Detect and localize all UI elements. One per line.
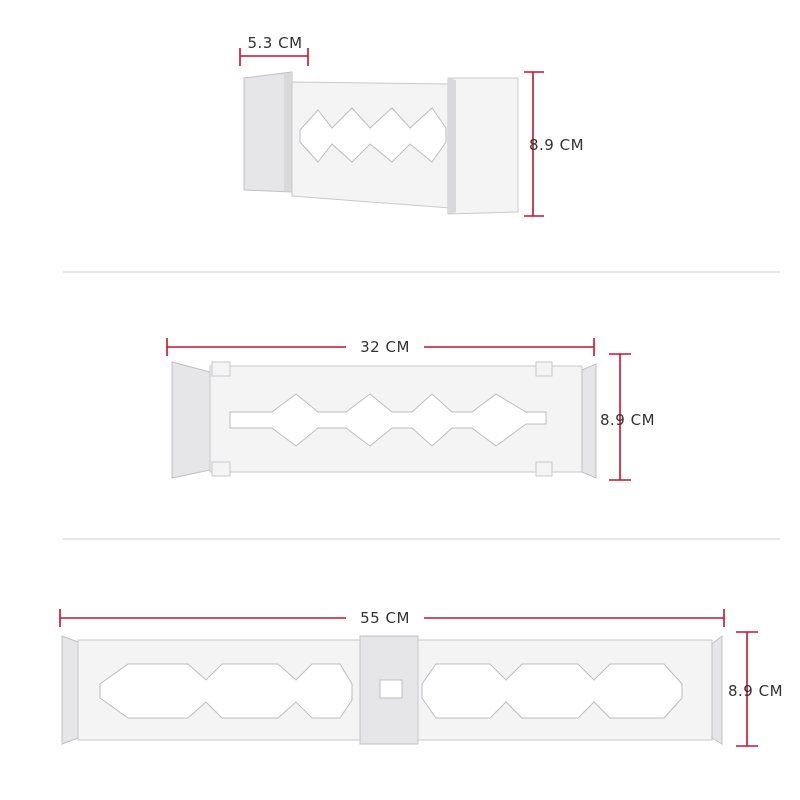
- medium-height-dimension: 8.9 CM: [600, 353, 655, 481]
- collapsed-right-cap: [447, 77, 519, 215]
- medium-width-label: 32 CM: [360, 338, 410, 356]
- collapsed-width-dimension: 5.3 CM: [239, 34, 309, 66]
- extended-width-label: 55 CM: [360, 609, 410, 627]
- extended-view: 55 CM 8.9 CM: [59, 609, 783, 747]
- collapsed-height-label: 8.9 CM: [529, 136, 584, 154]
- collapsed-height-dimension: 8.9 CM: [524, 71, 584, 217]
- medium-right-cap: [581, 363, 597, 479]
- collapsed-view: 5.3 CM 8.9 CM: [239, 34, 584, 217]
- extended-right-cap: [711, 634, 723, 745]
- extended-width-dimension: 55 CM: [59, 609, 725, 627]
- medium-height-label: 8.9 CM: [600, 411, 655, 429]
- medium-cutout: [229, 393, 547, 447]
- extended-height-label: 8.9 CM: [728, 682, 783, 700]
- medium-left-cap: [171, 361, 211, 479]
- extended-right-cutout: [421, 663, 683, 719]
- extended-height-dimension: 8.9 CM: [728, 631, 783, 747]
- extended-left-cap: [61, 635, 79, 745]
- collapsed-cutout: [299, 107, 447, 163]
- collapsed-width-label: 5.3 CM: [247, 34, 302, 52]
- medium-width-dimension: 32 CM: [166, 338, 595, 356]
- extended-left-cutout: [99, 663, 353, 719]
- medium-view: 32 CM 8.9 CM: [166, 338, 655, 481]
